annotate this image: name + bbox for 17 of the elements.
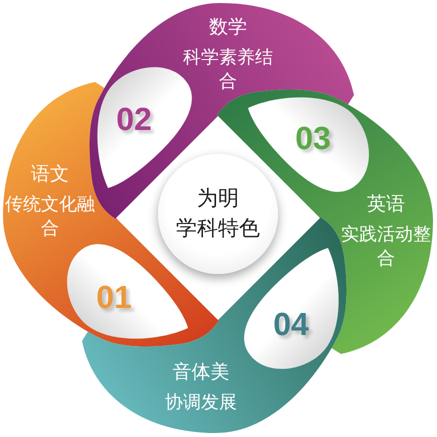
step-number: 04 xyxy=(273,308,309,340)
subject-description: 科学素养结合 xyxy=(182,46,274,93)
subject-description: 实践活动整合 xyxy=(340,223,432,270)
center-title: 为明 xyxy=(197,186,239,212)
subject-description: 协调发展 xyxy=(165,391,237,414)
subject-title: 数学 xyxy=(209,16,247,40)
subject-title: 语文 xyxy=(31,163,69,187)
center-title: 学科特色 xyxy=(176,216,260,242)
teardrop-window xyxy=(248,97,369,192)
subject-description: 传统文化融合 xyxy=(4,193,96,240)
subject-title: 英语 xyxy=(367,193,405,217)
teardrop-window xyxy=(97,67,192,188)
subject-title: 音体美 xyxy=(172,361,230,385)
teardrop-window xyxy=(244,248,339,369)
step-number: 02 xyxy=(116,103,152,135)
step-number: 03 xyxy=(295,122,331,154)
step-number: 01 xyxy=(96,281,132,313)
